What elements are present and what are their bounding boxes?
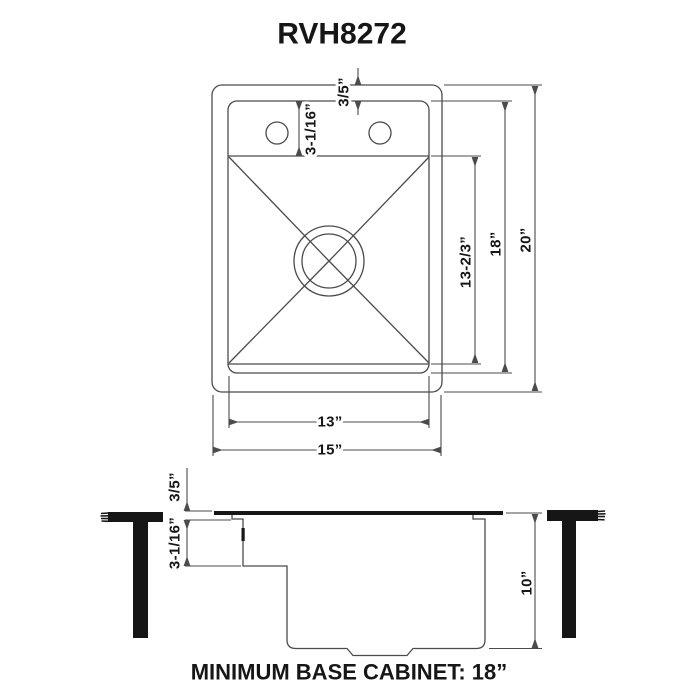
dim-overall-length: 20” [518,227,535,252]
counter-right [547,510,606,638]
side-view-extension-lines [185,510,542,650]
top-view: 3/5” 3-1/16” 13-2/3” 18” 20” 13” 15” [211,68,542,462]
sink-outer-rim [211,84,443,393]
drain-outer-circle [293,225,365,297]
sink-bowl-opening [227,100,430,374]
top-view-extension-lines [212,84,542,456]
model-number: RVH8272 [277,18,407,51]
side-view: 3/5” 3-1/16” 10” [100,468,606,657]
dim-ledge-depth: 3-1/16” [167,517,184,569]
dim-flange-width: 3/5” [336,77,353,107]
faucet-hole-right [368,121,392,145]
drain-inner-circle [301,233,357,289]
counter-left [100,512,163,638]
dim-bowl-width: 13” [317,414,342,431]
sink-rim-section [214,511,503,515]
dim-overall-width: 15” [317,442,342,459]
bowl-slope-lines [228,156,430,364]
dim-inner-length: 18” [488,231,505,256]
base-cabinet-note: MINIMUM BASE CABINET: 18” [191,660,508,685]
top-view-dimension-lines [213,68,539,454]
bowl-profile [231,515,486,657]
dim-rim-height: 3/5” [167,472,184,502]
dim-bowl-depth: 10” [519,570,536,595]
side-view-dimension-lines [183,468,539,648]
faucet-hole-section [241,528,245,541]
dim-bowl-length: 13-2/3” [458,236,475,288]
faucet-hole-left [265,121,289,145]
dim-deck-depth: 3-1/16” [303,103,320,155]
